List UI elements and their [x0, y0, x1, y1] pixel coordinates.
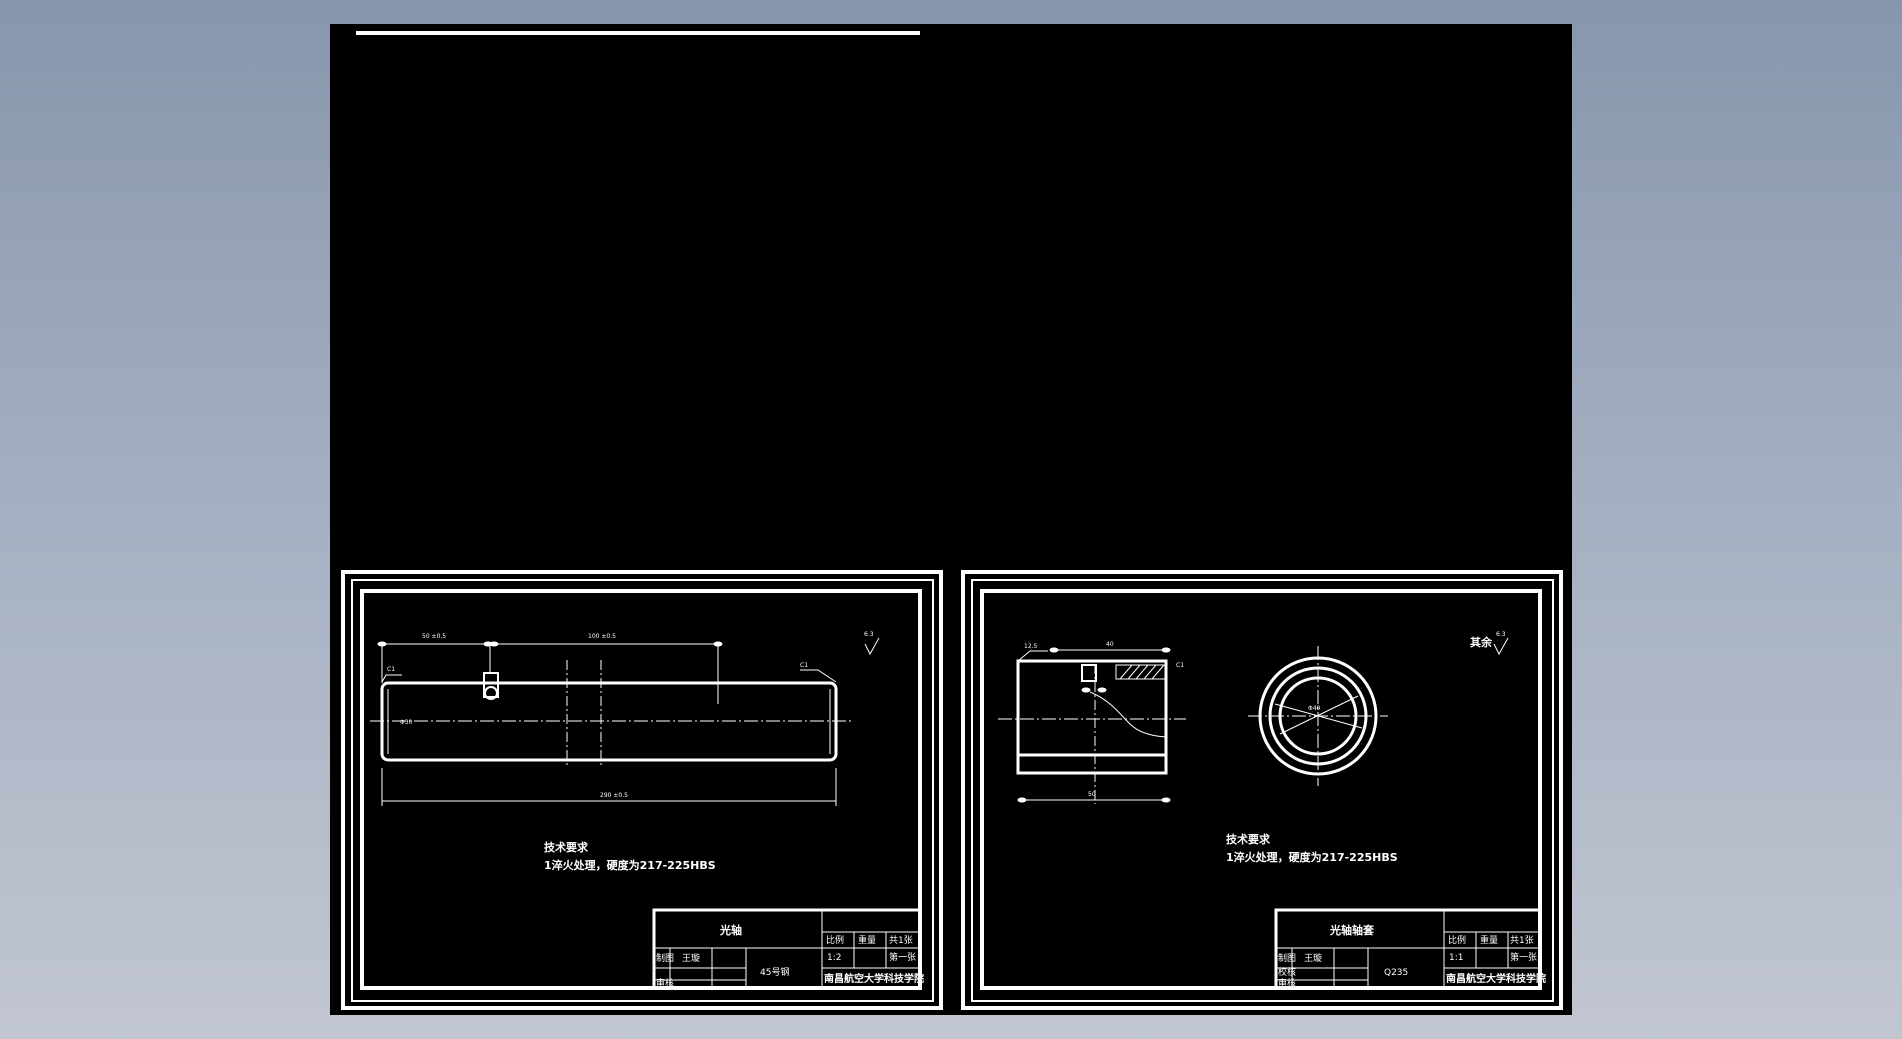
sheet-left-ratio-header: 比例: [826, 934, 844, 946]
bushing-arrow-1: [1049, 647, 1059, 653]
top-progress-line: [356, 31, 920, 35]
shaft-dim-top-left-label: 50 ±0.5: [422, 633, 446, 640]
bushing-surface-symbol: [1493, 637, 1509, 656]
sheet-right-title-block: [1274, 908, 1542, 990]
sheet-left-material: 45号钢: [760, 966, 789, 978]
bushing-right-label: C1: [1176, 662, 1184, 669]
sheet-right-ratio-header: 比例: [1448, 934, 1466, 946]
sheet-right-material: Q235: [1384, 968, 1408, 978]
shaft-chamfer-label-left: C1: [387, 666, 395, 673]
hatch-1: [1119, 664, 1133, 680]
sheet-left[interactable]: [341, 570, 943, 1010]
sheet-left-title-block: [652, 908, 922, 990]
sheet-left-school: 南昌航空大学科技学院: [824, 972, 924, 985]
bushing-hatch-area: [1115, 664, 1167, 680]
sheet-right-part-name: 光轴轴套: [1329, 923, 1375, 937]
sheet-right[interactable]: [961, 570, 1563, 1010]
sheet-right-sheet-count: 共1张: [1510, 935, 1534, 946]
bushing-arrow-6: [1097, 687, 1107, 693]
shaft-diameter-label: Φ30: [400, 719, 413, 726]
shaft-chamfer-label-right: C1: [800, 662, 808, 669]
sheet-left-drafter-role: 制图: [656, 952, 674, 964]
sheet-left-outer-border: [341, 570, 943, 1010]
sheet-right-sheet-number: 第一张: [1510, 951, 1537, 963]
bushing-diameter-label: Φ40: [1308, 705, 1321, 712]
bushing-section: [1016, 659, 1168, 775]
sheet-right-mid-border: [971, 579, 1554, 1002]
sheet-right-ratio-value: 1:1: [1449, 953, 1463, 963]
sheet-right-drafter-name: 王璇: [1304, 952, 1322, 964]
cad-viewport[interactable]: 50 ±0.5 100 ±0.5 290 ±0.5 Φ30 C1 C1 6.3 …: [330, 24, 1572, 1015]
shaft-hole-circle: [484, 686, 498, 700]
sheet-right-requirements-text: 1淬火处理，硬度为217-225HBS: [1226, 850, 1398, 864]
sheet-left-mid-border: [351, 579, 934, 1002]
sheet-left-drafter-name: 王璇: [682, 952, 700, 964]
sheet-right-requirements-title: 技术要求: [1226, 832, 1271, 846]
sheet-right-audit-role: 审核: [1278, 977, 1296, 989]
shaft-surface-symbol: [864, 637, 880, 656]
sheet-right-inner-border: [980, 589, 1542, 990]
sheet-left-part-name: 光轴: [719, 923, 742, 937]
hatch-3: [1135, 664, 1149, 680]
bushing-corner-label: 12.5: [1024, 643, 1038, 650]
shaft-chamfer-leader-left: [381, 674, 402, 683]
sheet-left-requirements-title: 技术要求: [544, 840, 589, 854]
sheet-right-school: 南昌航空大学科技学院: [1446, 972, 1546, 985]
sheet-left-check-role: 审核: [656, 977, 674, 989]
sheet-right-check-role: 校核: [1278, 966, 1296, 978]
shaft-arrow-3: [489, 641, 499, 647]
bushing-arrow-4: [1161, 797, 1171, 803]
sheet-left-requirements-text: 1淬火处理，硬度为217-225HBS: [544, 858, 716, 872]
sheet-left-sheet-count: 共1张: [889, 935, 913, 946]
hatch-2: [1127, 664, 1141, 680]
shaft-arrow-1: [377, 641, 387, 647]
bushing-other-label: 其余: [1470, 635, 1493, 649]
shaft-chamfer-leader-right: [800, 669, 837, 683]
bushing-arrow-2: [1161, 647, 1171, 653]
hatch-5: [1151, 664, 1165, 680]
sheet-right-weight-header: 重量: [1480, 934, 1498, 946]
end-view-dim-line-1: [1274, 703, 1363, 729]
bushing-break-line: [1089, 691, 1167, 738]
bushing-dim-bottom-label: 50: [1088, 791, 1096, 798]
bushing-arrow-5: [1081, 687, 1091, 693]
sheet-left-sheet-number: 第一张: [889, 951, 916, 963]
bushing-arrow-3: [1017, 797, 1027, 803]
shaft-length-label: 290 ±0.5: [600, 792, 628, 799]
hatch-4: [1143, 664, 1157, 680]
end-view-dim-line-2: [1279, 695, 1359, 735]
shaft-surface-label: 6.3: [864, 631, 874, 638]
shaft-dim-top-right-label: 100 ±0.5: [588, 633, 616, 640]
bushing-corner-leader: [1017, 650, 1048, 662]
sheet-left-ratio-value: 1:2: [827, 953, 841, 963]
shaft-hole-feature: [483, 672, 499, 698]
bushing-hole: [1081, 664, 1097, 682]
shaft-arrow-4: [713, 641, 723, 647]
sheet-right-outer-border: [961, 570, 1563, 1010]
bushing-surface-label: 6.3: [1496, 631, 1506, 638]
sheet-right-drafter-role: 制图: [1278, 952, 1296, 964]
cad-drawing-canvas: 50 ±0.5 100 ±0.5 290 ±0.5 Φ30 C1 C1 6.3 …: [341, 31, 1563, 1010]
bushing-dim-top-label: 40: [1106, 641, 1114, 648]
sheet-left-inner-border: [360, 589, 922, 990]
sheet-left-weight-header: 重量: [858, 934, 876, 946]
